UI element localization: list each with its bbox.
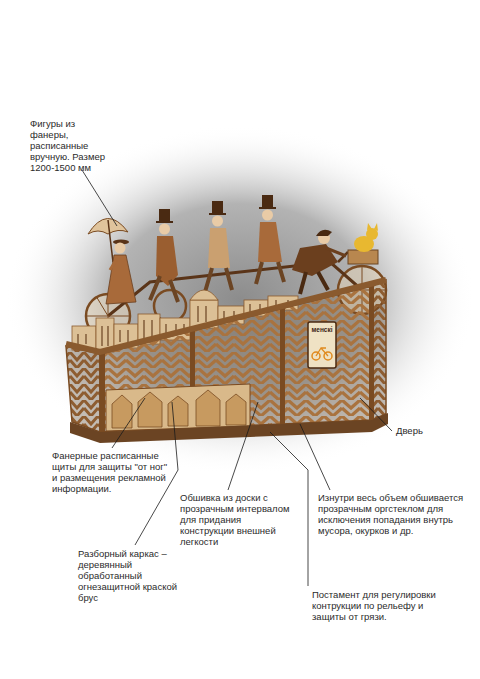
illustration-part [262,210,273,221]
illustration-part [316,348,328,356]
illustration-part [110,260,116,270]
panel-houses [112,390,246,428]
leader-line [360,398,392,431]
callout-note: Разборный каркас – деревянный обработанн… [78,549,188,604]
door-sign [308,322,336,368]
illustration-part [262,195,273,208]
illustration-part [316,230,332,236]
frame-posts [100,285,374,432]
illustration-part [100,351,105,432]
illustration-part [259,207,276,209]
illustration-part [106,255,136,304]
callout-note: Изнутри весь объем обшивается прозрачным… [318,493,468,537]
front-lattice [100,286,372,432]
illustration-part [212,201,223,214]
callout-note: Дверь [396,426,456,437]
illustration-part [112,395,132,428]
illustration-part [367,223,378,231]
callout-note: Фигуры из фанеры, расписанные вручную. Р… [30,119,110,174]
illustration-part [256,262,284,284]
illustration-part [212,216,223,227]
illustration-part [348,250,378,264]
illustration-part [326,248,346,256]
leader-line [112,398,145,448]
cat-basket [348,223,378,264]
illustration-part [209,213,226,215]
illustration-part [108,220,113,262]
callout-note: Постамент для регулировки контрукции по … [312,590,442,623]
figure-lady [88,218,136,304]
illustration-part [150,276,178,302]
illustration-part [308,322,336,368]
illustration-part [168,396,188,426]
illustration-part [156,221,173,223]
right-lattice [372,280,386,420]
pedestal [70,413,388,443]
callout-note: Фанерные расписанные щиты для защиты "от… [52,451,170,495]
leader-line [82,170,117,226]
illustration-part [280,307,285,424]
top-rail [66,280,386,352]
illustration-part [115,243,126,254]
figure-man [205,201,232,292]
illustration-part [226,394,246,425]
leader-line [228,402,258,490]
sign-text: менскі [308,327,336,334]
illustration-part [300,272,328,294]
illustration-part [138,392,162,427]
figure-man [292,230,346,294]
illustration-part [196,390,220,426]
illustration-part [159,224,170,235]
illustration-part [205,268,232,292]
illustration-part [190,290,218,300]
illustration-part [208,228,230,268]
background-glow [5,125,475,475]
figure-man [150,209,178,302]
illustration-part [159,209,170,222]
callout-note: Обшивка из доски с прозрачным интервалом… [180,493,292,548]
illustration-part [258,222,282,262]
illustration-part [369,285,374,420]
figure-man [256,195,284,284]
side-lattice [66,346,100,432]
leader-line [300,424,330,490]
